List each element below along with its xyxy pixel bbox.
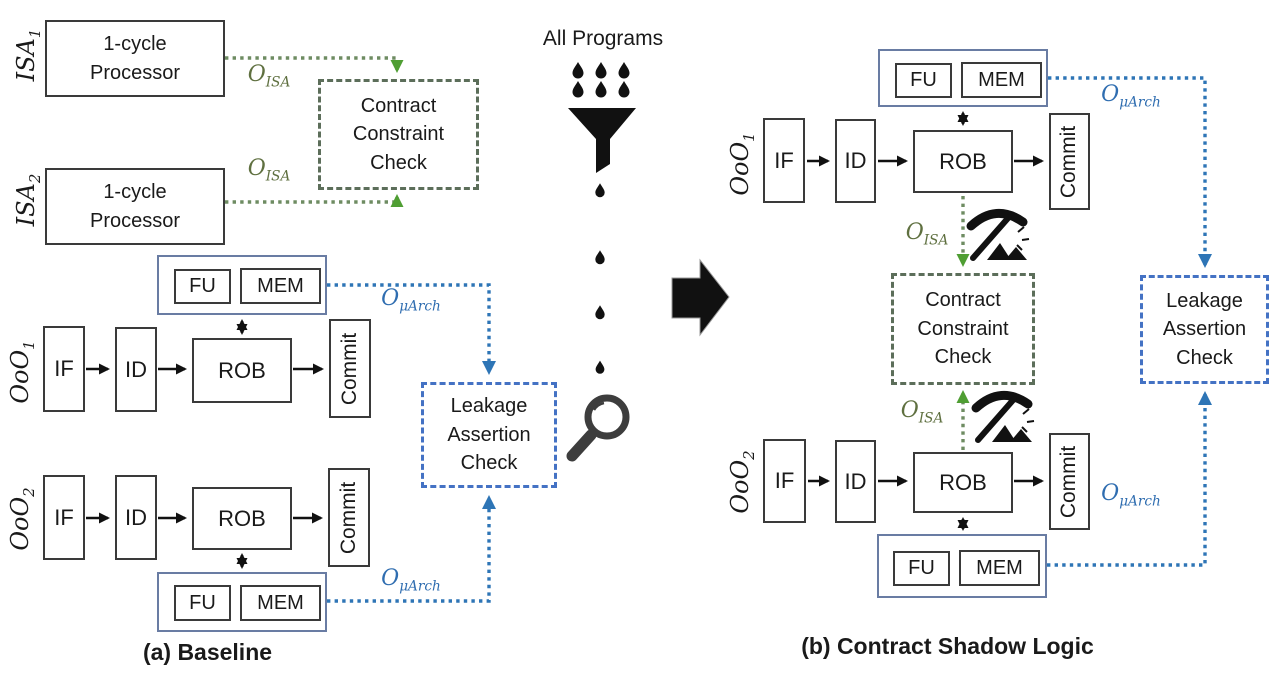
contract-check-a: Contract Constraint Check [318,79,479,190]
if-box-a2: IF [43,475,85,560]
funnel-icon [568,108,636,173]
pickaxe-icon-top [971,213,1029,260]
o-uarch-label-b2: OμArch [1101,481,1161,510]
rob-box-a1: ROB [192,338,292,403]
processor2-box: 1-cycle Processor [45,168,225,245]
leakage-check-b-label: Leakage Assertion Check [1162,289,1247,369]
fu-box-a2: FU [174,585,231,621]
o-isa-label-a1: OISA [247,62,291,91]
id-box-a1: ID [115,327,157,412]
caption-b: (b) Contract Shadow Logic [801,633,1094,659]
mem-box-b1: MEM [961,62,1042,98]
rob-box-b1: ROB [913,130,1013,193]
pickaxe-icon-bottom [976,395,1034,442]
contract-check-a-label: Contract Constraint Check [352,94,445,174]
rob-box-b2: ROB [913,452,1013,513]
if-box-a1: IF [43,326,85,412]
fu-box-b1: FU [895,63,952,98]
ooo2-label-b: OoO2 [726,450,758,514]
fu-label: FU [189,275,216,297]
commit-box-b2: Commit [1049,433,1090,530]
fumem-container-b2: FU MEM [877,534,1047,598]
commit-box-a2: Commit [328,468,370,567]
leakage-check-a: Leakage Assertion Check [421,382,557,488]
ooo1-label-a: OoO1 [6,340,38,404]
ooo2-label-a: OoO2 [6,487,38,551]
isa2-label: ISA2 [12,165,44,235]
contract-check-b-label: Contract Constraint Check [917,289,1009,369]
isa2-sub: 2 [25,173,44,184]
o-isa-label-b2: OISA [900,398,944,427]
falling-droplet-icons [595,183,605,374]
processor2-label: 1-cycle Processor [89,180,181,232]
commit-box-a1: Commit [329,319,371,418]
id-box-b1: ID [835,119,876,203]
fumem-container-a2: FU MEM [157,572,327,632]
isa2-to-contract-line [225,194,404,207]
droplet-icons [572,62,630,98]
o-isa-label-a2: OISA [247,156,291,185]
mem-label: MEM [257,274,304,297]
isa1-sub: 1 [25,28,44,39]
isa2-text: ISA [12,183,41,227]
processor1-box: 1-cycle Processor [45,20,225,97]
contract-check-b: Contract Constraint Check [891,273,1035,385]
fu-box-a1: FU [174,269,231,304]
isa1-label: ISA1 [12,20,44,90]
isa1-text: ISA [12,38,41,82]
commit-box-b1: Commit [1049,113,1090,210]
processor1-label: 1-cycle Processor [89,32,181,84]
ooo1-label-b: OoO1 [726,132,758,196]
o-uarch-label-a2: OμArch [381,566,441,595]
fu-box-b2: FU [893,551,950,586]
program-funnel-group [566,62,636,462]
mem-box-a1: MEM [240,268,321,304]
o-uarch-label-a1: OμArch [381,286,441,315]
mem-box-b2: MEM [959,550,1040,586]
if-box-b1: IF [763,118,805,203]
big-right-arrow-icon [671,258,730,337]
if-box-b2: IF [763,439,806,523]
leakage-check-a-label: Leakage Assertion Check [447,395,531,475]
magnifier-icon [566,394,630,462]
id-box-b2: ID [835,440,876,523]
all-programs-label: All Programs [542,27,664,50]
caption-a: (a) Baseline [142,639,273,665]
leakage-check-b: Leakage Assertion Check [1140,275,1269,384]
id-box-a2: ID [115,475,157,560]
fumem-container-b1: FU MEM [878,49,1048,107]
fumem-container-a1: FU MEM [157,255,327,315]
o-uarch-label-b1: OμArch [1101,82,1161,111]
rob-box-a2: ROB [192,487,292,550]
mem-box-a2: MEM [240,585,321,621]
o-isa-label-b1: OISA [905,220,949,249]
